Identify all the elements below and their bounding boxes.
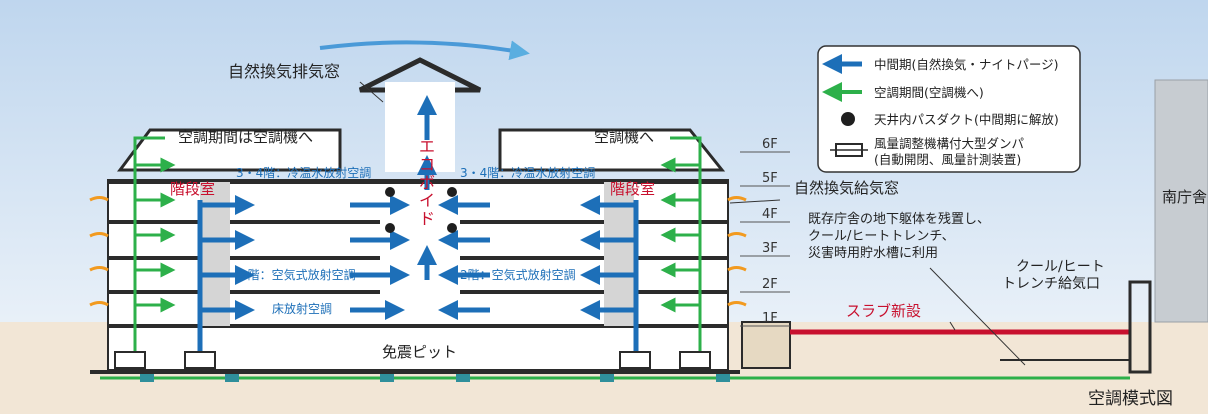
floor-level-lines [740,151,790,327]
trench-shaft [1128,280,1152,374]
orange-intake-icons [89,196,747,307]
supply-ducts [197,200,639,356]
eco-void-char: ド [419,209,435,228]
trench-inlet-2: トレンチ給気口 [1002,276,1100,292]
right-ac-note: 空調機へ [594,128,654,146]
eco-void-char: イ [419,191,435,210]
stair-left-label: 階段室 [170,180,215,198]
floor-label: 4F [762,207,778,222]
air-right-label: 2階：空気式放射空調 [460,267,576,282]
eco-void-char: エ [419,137,435,156]
wind-arrow-icon [319,40,530,61]
legend-text-5: (自動開閉、風量計測装置) [874,152,1021,167]
legend-text-2: 空調期間(空調機へ) [874,85,984,100]
legend-box [817,45,1081,173]
pass-duct-dots [385,187,457,233]
floor-label: 1F [762,311,778,326]
blue-arrows-left [200,195,410,320]
south-building [1154,79,1208,323]
blue-arrows-right [438,195,636,320]
chilled-right-label: 3・4階：冷温水放射空調 [460,165,595,180]
legend-text-1: 中間期(自然換気・ナイトパージ) [874,57,1059,72]
chilled-left-label: 3・4階：冷温水放射空調 [236,165,371,180]
floor-label: 3F [762,241,778,256]
floor-label: 6F [762,137,778,152]
seismic-pit-label: 免震ピット [382,343,457,361]
floor-label: 5F [762,171,778,186]
existing-note-1: 既存庁舎の地下躯体を残置し、 [808,211,990,227]
floor-radiant-label: 床放射空調 [272,301,332,316]
intake-window-label: 自然換気給気窓 [794,179,899,197]
dampers [114,351,711,369]
leader-lines [359,81,1026,366]
south-building-label: 南庁舎 [1162,188,1207,206]
air-left-label: 2階：空気式放射空調 [240,267,356,282]
eco-void-char: コ [419,155,435,174]
legend-text-4: 風量調整機構付大型ダンパ [874,136,1024,151]
trench-inlet-1: クール/ヒート [1016,259,1105,275]
green-arrows [135,157,700,313]
legend-icons [822,54,868,157]
left-ac-note: 空調期間は空調機へ [178,128,313,146]
figure-title: 空調模式図 [1088,389,1173,409]
exhaust-window-label: 自然換気排気窓 [228,62,340,81]
legend-text-3: 天井内パスダクト(中間期に解放) [874,112,1059,127]
dot-icon [841,112,855,126]
eco-void-char: ボ [419,173,435,192]
slab-label: スラブ新設 [846,302,921,320]
existing-note-2: クール/ヒートトレンチ、 [808,229,955,244]
existing-basement [741,321,791,369]
floor-label: 2F [762,277,778,292]
existing-note-3: 災害時用貯水槽に利用 [808,245,938,261]
floor-labels: 6F 5F 4F 3F 2F 1F [762,137,778,326]
isolators [140,374,730,382]
green-ducts [100,136,1130,380]
stair-right-label: 階段室 [610,180,655,198]
